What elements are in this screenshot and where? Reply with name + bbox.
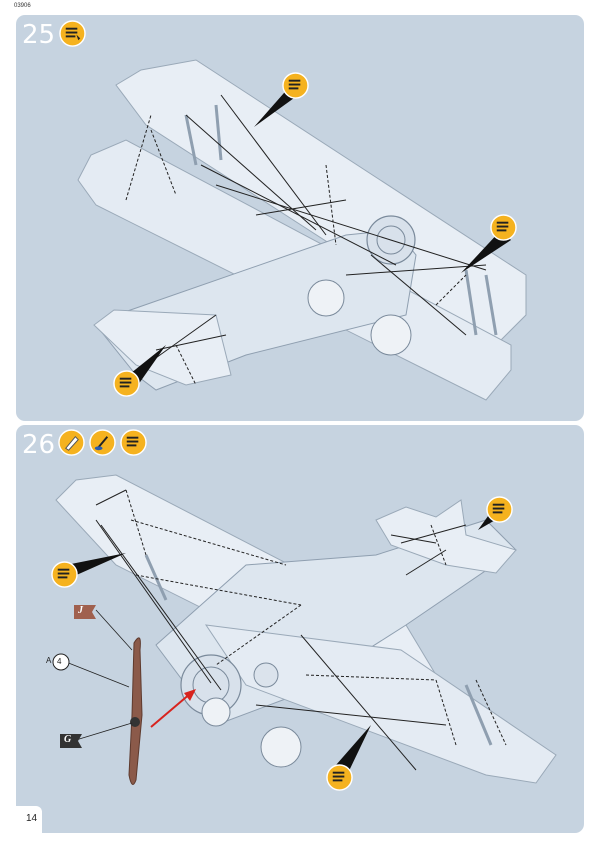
step-25-panel: 25 bbox=[16, 15, 584, 421]
assembly-instruction-icon bbox=[59, 20, 86, 47]
step-number: 26 bbox=[22, 430, 56, 460]
assembly-instruction-icon bbox=[51, 561, 78, 588]
assembly-instruction-icon bbox=[120, 429, 147, 456]
part-number: 4 bbox=[57, 657, 62, 666]
assembly-instruction-icon bbox=[113, 370, 140, 397]
assembly-instruction-icon bbox=[490, 214, 517, 241]
assembly-instruction-icon bbox=[282, 72, 309, 99]
sanding-icon bbox=[58, 429, 85, 456]
assembly-instruction-icon bbox=[486, 496, 513, 523]
step-26-panel: 26 bbox=[16, 425, 584, 833]
page-number-box bbox=[16, 806, 42, 833]
document-code: 03906 bbox=[14, 3, 31, 9]
step-number: 25 bbox=[22, 20, 56, 50]
color-tag-2-label: G bbox=[64, 734, 72, 745]
assembly-instruction-icon bbox=[326, 764, 353, 791]
step-26-biplane-illustration bbox=[52, 474, 557, 785]
part-letter: A bbox=[46, 656, 52, 665]
color-tag-1-label: J bbox=[78, 605, 83, 616]
page-number: 14 bbox=[26, 813, 38, 824]
step-25-biplane-illustration bbox=[77, 59, 527, 401]
painting-icon bbox=[89, 429, 116, 456]
